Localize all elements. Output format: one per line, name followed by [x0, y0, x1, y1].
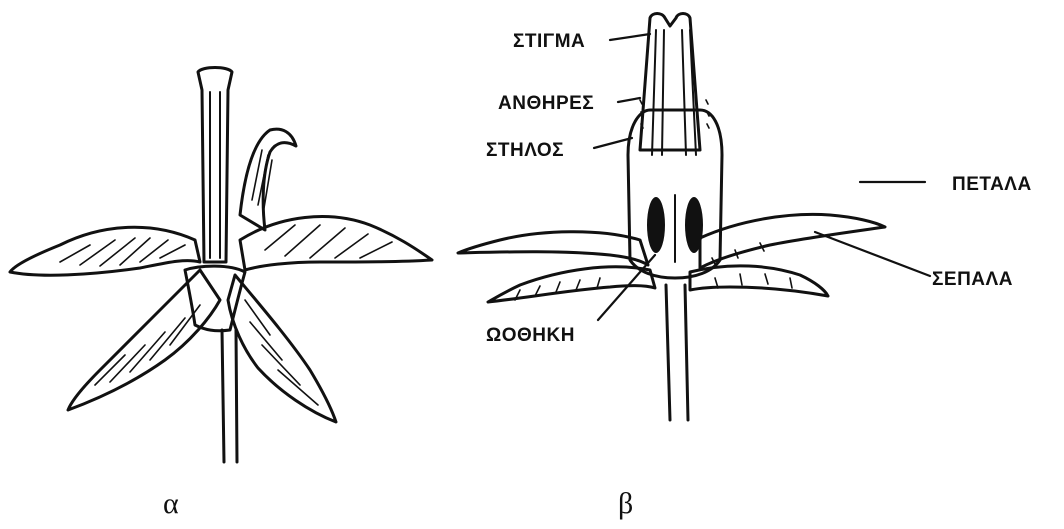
label-stigma: ΣΤΙΓΜΑ — [513, 31, 585, 52]
caption-a: α — [163, 487, 179, 520]
style-column — [198, 68, 232, 263]
label-ovary: ΩΟΘΗΚΗ — [486, 325, 575, 346]
figure-a-flower — [10, 68, 432, 463]
caption-b: β — [618, 487, 633, 520]
label-style: ΣΤΗΛΟΣ — [486, 140, 564, 161]
right-petal — [240, 217, 432, 270]
right-petal-b — [700, 214, 885, 268]
figure-b-section — [458, 14, 885, 421]
ovule-left — [647, 197, 665, 253]
lower-left-petal — [68, 270, 220, 410]
lower-right-petal — [228, 275, 336, 422]
ovule-right — [685, 197, 703, 253]
label-anthers: ΑΝΘΗΡΕΣ — [498, 93, 594, 114]
label-petals: ΠΕΤΑΛΑ — [952, 174, 1032, 195]
label-sepals: ΣΕΠΑΛΑ — [932, 269, 1013, 290]
style-leader — [594, 138, 632, 148]
left-petal-b — [458, 232, 648, 265]
stigma-leader — [610, 34, 650, 40]
sepals-leader — [815, 232, 930, 276]
anthers-leader — [618, 98, 640, 102]
